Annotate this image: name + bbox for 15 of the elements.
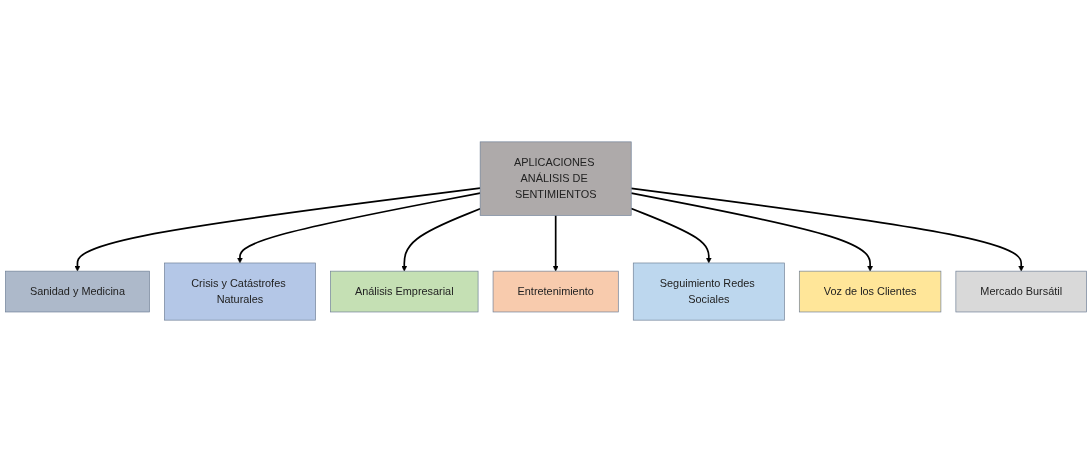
node-box: Seguimiento Redes Sociales xyxy=(632,262,785,320)
arrow xyxy=(74,186,481,271)
arrow xyxy=(630,207,712,263)
node-box: Mercado Bursátil xyxy=(955,270,1087,312)
node-box: Crisis y Catástrofes Naturales xyxy=(164,262,316,320)
node-box: Sanidad y Medicina xyxy=(5,270,150,312)
node-box: Entretenimiento xyxy=(492,270,619,312)
node-box: Voz de los Clientes xyxy=(798,270,942,312)
node-box: APLICACIONES ANÁLISIS DE SENTIMIENTOS xyxy=(479,141,632,216)
arrow xyxy=(630,187,1025,271)
node-box: Análisis Empresarial xyxy=(330,270,479,312)
arrow xyxy=(630,191,874,271)
arrow xyxy=(552,214,559,271)
arrow xyxy=(236,191,481,263)
arrow xyxy=(401,207,481,271)
